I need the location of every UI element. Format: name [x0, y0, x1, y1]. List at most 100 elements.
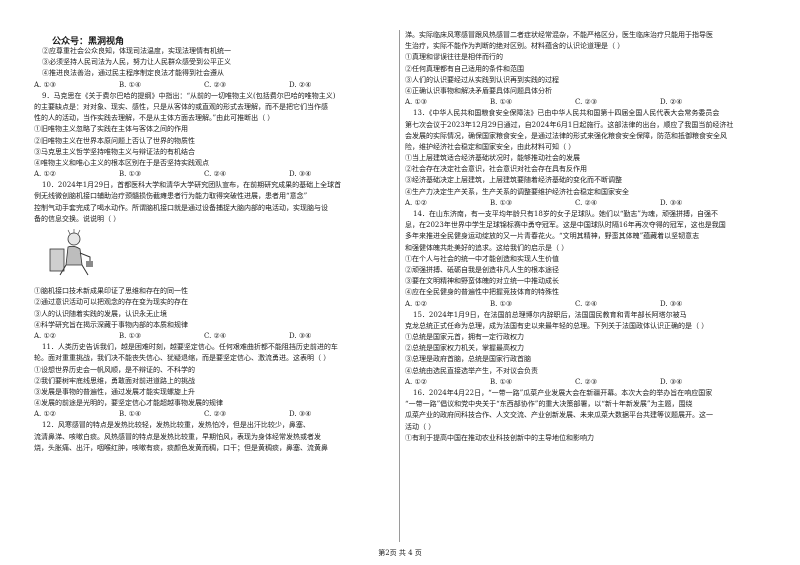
option-a: A. ①②: [34, 331, 57, 340]
option-b: B. ①④: [119, 410, 142, 419]
question-12: 12．风寒感冒的特点是发热比较轻，发热比较重，发热怕冷，但是出汗比较少，鼻塞、 …: [34, 420, 376, 454]
option-d: D. ③④: [289, 331, 312, 340]
option-c: C. ②③: [575, 98, 598, 107]
choice: ①在个人与社会的统一中才能创造和实现人生价值: [405, 254, 559, 263]
option-a: A. ①②: [405, 198, 428, 207]
question-text: 和强健体魄共赴美好的追求。这给我们的启示是（ ）: [405, 243, 569, 252]
choice: ③人的认识随着实践的发展，认识永无止境: [34, 309, 167, 318]
option-c: C. ②③: [575, 377, 598, 386]
option-d: D. ②④: [289, 80, 312, 89]
choice: ①真理和谬误往往是相伴而行的: [405, 53, 503, 62]
option-a: A. ①③: [34, 80, 57, 89]
choice: ②我们要树牢底线思维，勇敢面对前进道路上的挑战: [34, 376, 195, 385]
answer-options: A. ①② B. ①③ C. ②④ D. ③④: [405, 198, 747, 209]
question-text: 息，在2023年世界中学生足球锦标赛中勇夺冠军。这是中国球队时隔16年再次夺得的…: [405, 221, 726, 230]
question-text: “一带一路”倡议和党中央关于“东西部协作”的重大决策部署，以“新十年新发展”为主…: [405, 400, 693, 409]
question-text: 15．2024年1月9日，在法国前总理博尔内辞职后，法国国民教育和青年部长阿塔尔…: [413, 310, 687, 319]
question-text: 11．人类历史告诉我们，越是困难时刻，越要坚定信心。任何艰难曲折都不能阻挡历史前…: [42, 343, 338, 352]
brain-interface-illustration: [46, 229, 94, 277]
left-column: ②应尊重社会公众良知，体现司法温度，实现法理情有机统一 ③必须坚持人民司法为人民…: [34, 46, 376, 454]
option-d: D. ③④: [289, 170, 312, 179]
question-text: 性的人的活动，当作实践去理解，不是从主体方面去理解。”由此可推断出（ ）: [34, 114, 275, 123]
choice: ④唯物主义和唯心主义的根本区别在于是否坚持实践观点: [34, 158, 209, 167]
choice: ②总统是国家权力机关，掌握最高权力: [405, 344, 524, 353]
choice: ③要在文明精神和野蛮体魄的对立统一中推动成长: [405, 277, 559, 286]
question-text: 9．马克思在《关于费尔巴哈的提纲》中指出：“从前的一切唯物主义(包括费尔巴哈的唯…: [42, 91, 336, 100]
question-text: 12．风寒感冒的特点是发热比较轻，发热比较重，发热怕冷，但是出汗比较少，鼻塞、: [42, 421, 310, 430]
choice: ②任何真理都有自己适用的条件和范围: [405, 64, 524, 73]
option-d: D. ③④: [660, 377, 683, 386]
page-footer: 第2页 共 4 页: [378, 549, 422, 557]
choice: ①设想世界历史会一帆风顺，是不辩证的、不科学的: [34, 365, 195, 374]
choice: ②社会存在决定社会意识，社会意识对社会存在具有反作用: [405, 165, 587, 174]
choice: ①总统是国家元首，拥有一定行政权力: [405, 333, 524, 342]
answer-options: A. ①② B. ①④ C. ②③ D. ③④: [34, 409, 376, 420]
answer-options: A. ①② B. ①③ C. ②④ D. ③④: [34, 331, 376, 342]
choice: ④总统由选民直接选举产生，不对议会负责: [405, 366, 538, 375]
question-9: 9．马克思在《关于费尔巴哈的提纲》中指出：“从前的一切唯物主义(包括费尔巴哈的唯…: [34, 91, 376, 181]
choice: ④发展的前途是光明的，要坚定信心才能超越事物发展的规律: [34, 399, 223, 408]
question-text: 险，维护经济社会稳定和国家安全，由此材料可知（ ）: [405, 142, 576, 151]
option-a: A. ①②: [405, 299, 428, 308]
option-c: C. ②④: [204, 331, 227, 340]
option-a: A. ①②: [34, 410, 57, 419]
question-10: 10．2024年1月29日，首都医科大学和清华大学研究团队宣布，在前期研究成果的…: [34, 180, 376, 342]
question-11: 11．人类历史告诉我们，越是困难时刻，越要坚定信心。任何艰难曲折都不能阻挡历史前…: [34, 342, 376, 420]
choice: ①脑机接口技术新成果印证了思维和存在的同一性: [34, 287, 188, 296]
option-a: A. ①②: [34, 170, 57, 179]
choice: ④科学研究旨在揭示深藏于事物内部的本质和规律: [34, 320, 188, 329]
choice: ①有利于提高中国在推动农业科技创新中的主导地位和影响力: [405, 433, 594, 442]
text-line: ③必须坚持人民司法为人民，努力让人民群众感受到公平正义: [42, 58, 231, 67]
option-b: B. ①④: [490, 98, 513, 107]
option-d: D. ②④: [660, 98, 683, 107]
option-b: B. ①④: [490, 377, 513, 386]
question-12-continued: 涕。实际临床风寒感冒跟风热感冒二者症状经常混杂，不能严格区分，医生临床治疗只能用…: [405, 30, 747, 108]
option-c: C. ②④: [204, 170, 227, 179]
question-text: 的主要缺点是：对对象、现实、感性，只是从客体的或直观的形式去理解，而不是把它们当…: [34, 102, 328, 111]
page-header: 公众号：黑洞视角: [52, 37, 125, 47]
choice: ②通过意识活动可以把观念的存在变为现实的存在: [34, 298, 188, 307]
question-text: 例无线微创脑机接口辅助治疗颈髓损伤截瘫患者行为能力取得突破性进展，患者用“意念”: [34, 192, 308, 201]
answer-options: A. ①② B. ①③ C. ②④ D. ③④: [34, 169, 376, 180]
question-text: 活动（ ）: [405, 422, 436, 431]
question-16: 16．2024年4月22日，“一带一路”瓜菜产业发展大会在新疆开幕。本次大会的举…: [405, 388, 747, 444]
option-b: B. ①③: [490, 299, 513, 308]
question-text: 克龙总统正式任命为总理，成为法国有史以来最年轻的总理。下列关于法国政体认识正确的…: [405, 321, 709, 330]
option-d: D. ③④: [660, 198, 683, 207]
question-text: 16．2024年4月22日，“一带一路”瓜菜产业发展大会在新疆开幕。本次大会的举…: [413, 389, 713, 397]
choice: ②顽强拼搏、砥砺自我是创造非凡人生的根本途径: [405, 265, 559, 274]
question-14: 14．在山东济南，有一支平均年龄只有18岁的女子足球队。她们以“勤志”为魂，顽强…: [405, 209, 747, 310]
text-line: ②应尊重社会公众良知，体现司法温度，实现法理情有机统一: [42, 47, 231, 55]
question-13: 13．《中华人民共和国粮食安全保障法》已由中华人民共和国第十四届全国人民代表大会…: [405, 108, 747, 209]
option-c: C. ②③: [204, 80, 227, 89]
question-text: 13．《中华人民共和国粮食安全保障法》已由中华人民共和国第十四届全国人民代表大会…: [413, 109, 720, 118]
question-text: 生治疗，实际不能作为判断的绝对区别。材料蕴含的认识论道理是（ ）: [405, 42, 625, 51]
right-column: 涕。实际临床风寒感冒跟风热感冒二者症状经常混杂，不能严格区分，医生临床治疗只能用…: [405, 30, 747, 444]
question-text: 会发展的实际情况，确保国家粮食安全，是通过法律的形式来强化粮食安全保障，防范和抵…: [405, 131, 727, 140]
question-text: 瓜菜产业的政府间科技合作、人文交流、产业创新发展、未来瓜菜大数据平台共建等议题展…: [405, 411, 713, 420]
text-line: ④推进良法善治，通过民主程序制定良法才能得到社会遵从: [42, 69, 224, 78]
option-b: B. ①③: [490, 198, 513, 207]
choice: ③人们的认识要经过从实践到认识再到实践的过程: [405, 75, 559, 84]
option-a: A. ①②: [405, 377, 428, 386]
question-text: 轮。面对重重挑战，我们决不能丧失信心、犹疑退缩，而是要坚定信心、激流勇进。这表明…: [34, 354, 331, 363]
choice: ①旧唯物主义忽略了实践在主体与客体之间的作用: [34, 125, 188, 134]
choice: ④生产力决定生产关系，生产关系的调整要维护经济社会稳定和国家安全: [405, 187, 629, 196]
option-d: D. ③④: [289, 410, 312, 419]
choice: ④应在全民健身的普遍性中把握竞技体育的特殊性: [405, 288, 559, 297]
question-text: 涕。实际临床风寒感冒跟风热感冒二者症状经常混杂，不能严格区分，医生临床治疗只能用…: [405, 31, 713, 39]
option-d: D. ③④: [660, 299, 683, 308]
question-15: 15．2024年1月9日，在法国前总理博尔内辞职后，法国国民教育和青年部长阿塔尔…: [405, 310, 747, 388]
answer-options: A. ①③ B. ①④ C. ②③ D. ②④: [405, 97, 747, 108]
option-b: B. ①③: [119, 170, 142, 179]
option-a: A. ①③: [405, 98, 428, 107]
option-b: B. ①③: [119, 331, 142, 340]
choice: ④正确认识事物和解决矛盾要具体问题具体分析: [405, 86, 552, 95]
question-text: 多年来推进全民健身运动绽放的又一片青春花火。“文明其精神，野蛮其体魄”蕴藏着以坚…: [405, 232, 700, 241]
choice: ③经济基础决定上层建筑，上层建筑要随着经济基础的变化而不断调整: [405, 176, 622, 185]
option-c: C. ②③: [204, 410, 227, 419]
question-text: 烧，头胀痛、出汗，咽喉红肿，咳嗽有痰，痰颜色发黄而稠，口干；但是黄稠痰，鼻塞、流…: [34, 443, 328, 452]
question-text: 14．在山东济南，有一支平均年龄只有18岁的女子足球队。她们以“勤志”为魂，顽强…: [413, 210, 718, 218]
answer-options: A. ①③ B. ①④ C. ②③ D. ②④: [34, 80, 376, 91]
